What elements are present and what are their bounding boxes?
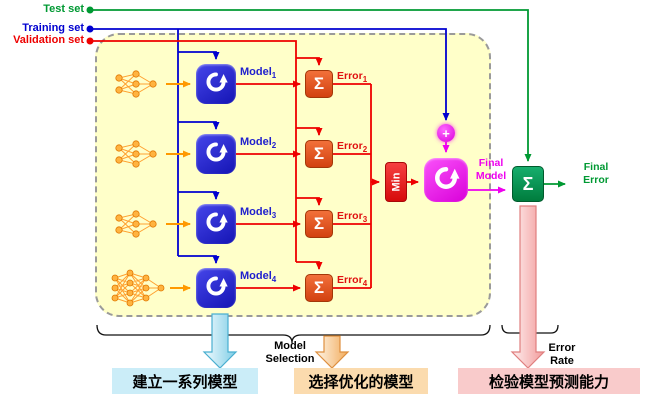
plus-icon: +: [437, 124, 455, 142]
circular-arrow-icon: [203, 273, 229, 304]
neural-network-icon: [112, 139, 164, 174]
neural-network-icon: [112, 209, 164, 244]
test-set-wire: [93, 9, 532, 162]
circular-arrow-icon: [431, 163, 461, 198]
model-1-label: Model1: [240, 66, 277, 81]
sigma-icon: Σ: [522, 173, 534, 194]
error-to-min-wires: [333, 83, 419, 289]
model-3-box: [196, 204, 236, 244]
error-2-sigma-box: Σ: [305, 140, 333, 168]
legend-training-set: Training set: [22, 22, 84, 34]
neural-network-icon: [108, 266, 168, 315]
error-3-label: Error3: [337, 210, 368, 225]
neural-network-icon: [112, 69, 164, 104]
training-set-wires: [93, 28, 450, 264]
legend-test-set: Test set: [43, 3, 84, 15]
model-4-label: Model4: [240, 270, 277, 285]
error-1-label: Error1: [337, 70, 368, 85]
model-4-box: [196, 268, 236, 308]
brace-model-selection: [96, 324, 491, 344]
build-models-big-arrow: [202, 313, 238, 369]
final-model-box: [424, 158, 468, 202]
sigma-icon: Σ: [313, 214, 325, 233]
error-rate-big-arrow: [510, 205, 546, 369]
caption-test-prediction-ability: 检验模型预测能力: [458, 368, 640, 394]
select-model-big-arrow: [314, 335, 350, 369]
model-2-label: Model2: [240, 136, 277, 151]
model-1-box: [196, 64, 236, 104]
network-to-model-wires: [166, 80, 191, 292]
validation-set-wires: [93, 40, 323, 270]
error-1-sigma-box: Σ: [305, 70, 333, 98]
legend-validation-set: Validation set: [13, 34, 84, 46]
circular-arrow-icon: [203, 69, 229, 100]
model-2-box: [196, 134, 236, 174]
error-3-sigma-box: Σ: [305, 210, 333, 238]
sigma-icon: Σ: [313, 144, 325, 163]
caption-select-optimal-model: 选择优化的模型: [294, 368, 428, 394]
final-model-wires: [442, 142, 506, 194]
sigma-icon: Σ: [313, 74, 325, 93]
legend-dots: [86, 6, 94, 45]
caption-build-models: 建立一系列模型: [112, 368, 258, 394]
min-box: Min: [385, 162, 407, 202]
circular-arrow-icon: [203, 209, 229, 240]
error-4-label: Error4: [337, 274, 368, 289]
model-3-label: Model3: [240, 206, 277, 221]
model-to-error-wires: [236, 80, 301, 292]
error-2-label: Error2: [337, 140, 368, 155]
sigma-icon: Σ: [313, 278, 325, 297]
error-4-sigma-box: Σ: [305, 274, 333, 302]
final-error-sigma-box: Σ: [512, 166, 544, 202]
circular-arrow-icon: [203, 139, 229, 170]
